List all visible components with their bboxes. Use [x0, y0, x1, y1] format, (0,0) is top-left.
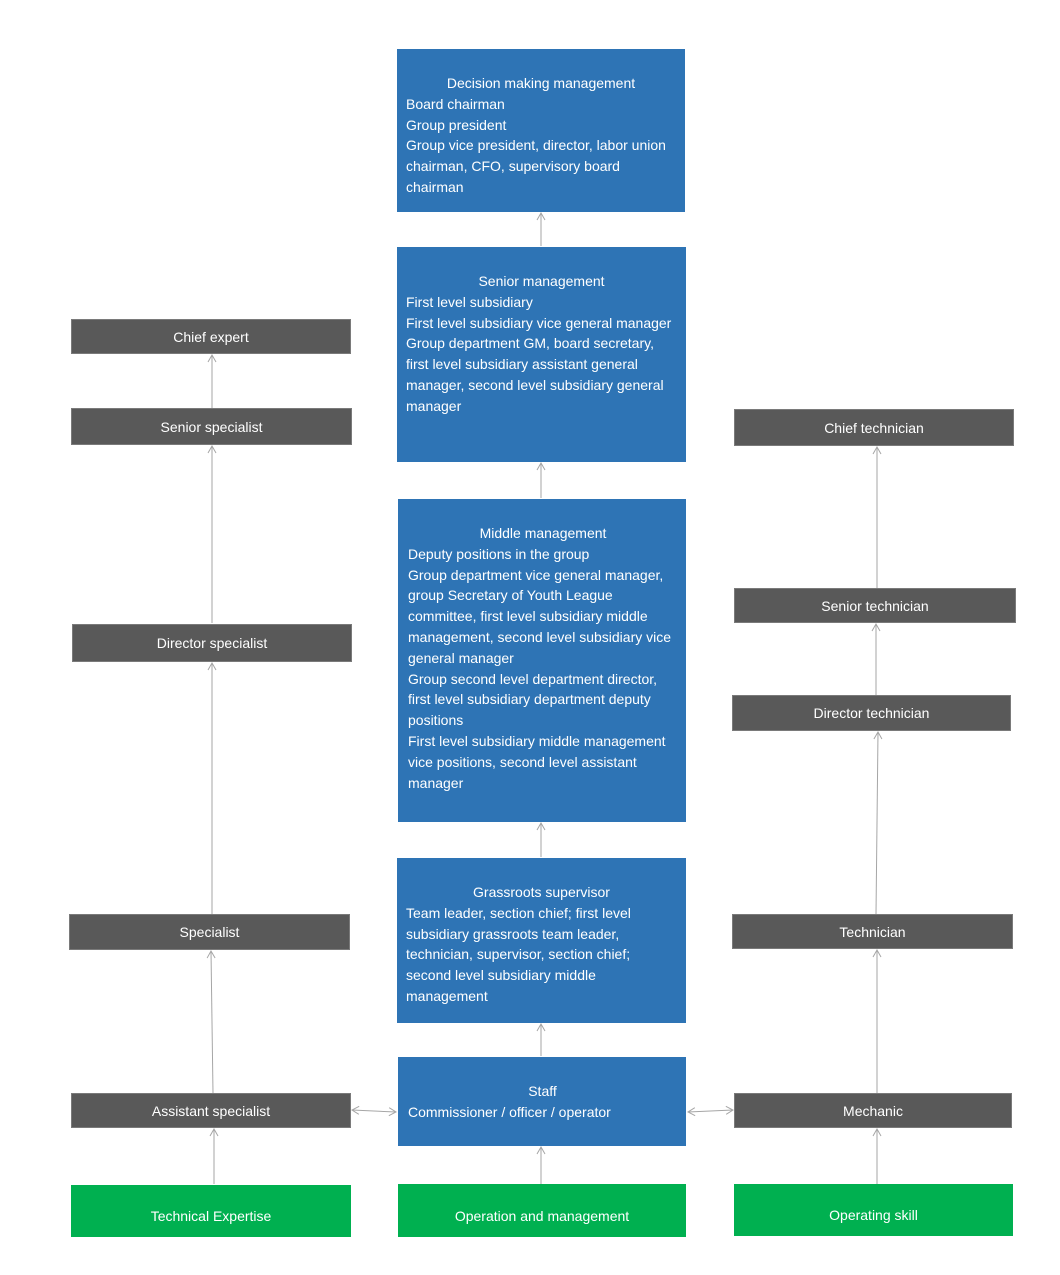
decision-making-management-box: Decision making management Board chairma…	[397, 49, 685, 212]
senior-management-line: Group department GM, board secretary, fi…	[406, 335, 664, 414]
chief-expert-box: Chief expert	[71, 319, 351, 354]
decision-line: Group vice president, director, labor un…	[406, 137, 666, 195]
staff-line: Commissioner / officer / operator	[408, 1103, 611, 1120]
specialist-box: Specialist	[69, 914, 350, 950]
middle-management-line: Group department vice general manager, g…	[408, 566, 672, 666]
middle-management-line: First level subsidiary middle management…	[408, 732, 666, 791]
senior-technician-box: Senior technician	[734, 588, 1016, 623]
operation-and-management-box: Operation and management	[398, 1184, 686, 1237]
director-specialist-box: Director specialist	[72, 624, 352, 662]
technician-box: Technician	[732, 914, 1013, 949]
staff-title: Staff	[528, 1083, 557, 1099]
grassroots-supervisor-box: Grassroots supervisor Team leader, secti…	[397, 858, 686, 1023]
arrow-staff-mechanic-bidirectional	[686, 1105, 735, 1117]
grassroots-title: Grassroots supervisor	[473, 884, 610, 900]
operating-skill-box: Operating skill	[734, 1184, 1013, 1236]
decision-title: Decision making management	[446, 75, 636, 91]
senior-specialist-box: Senior specialist	[71, 408, 352, 445]
technical-expertise-box: Technical Expertise	[71, 1185, 351, 1237]
arrow-assistant-staff-bidirectional	[350, 1105, 398, 1117]
middle-management-line: Deputy positions in the group	[408, 545, 590, 562]
arrow-technician-to-director	[873, 730, 883, 915]
middle-management-line: Group second level department director, …	[408, 670, 658, 729]
grassroots-line: Team leader, section chief; first level …	[406, 904, 631, 1004]
decision-line: Group president	[406, 116, 507, 133]
senior-management-line: First level subsidiary	[406, 293, 533, 310]
senior-management-box: Senior management First level subsidiary…	[397, 247, 686, 462]
middle-management-title: Middle management	[479, 525, 607, 541]
decision-line: Board chairman	[406, 95, 505, 112]
senior-management-title: Senior management	[478, 273, 605, 289]
arrow-assistant-to-specialist	[206, 949, 216, 1094]
director-technician-box: Director technician	[732, 695, 1011, 731]
chief-technician-box: Chief technician	[734, 409, 1014, 446]
middle-management-box: Middle management Deputy positions in th…	[398, 499, 686, 822]
senior-management-line: First level subsidiary vice general mana…	[406, 314, 672, 331]
assistant-specialist-box: Assistant specialist	[71, 1093, 351, 1128]
mechanic-box: Mechanic	[734, 1093, 1012, 1128]
staff-box: Staff Commissioner / officer / operator	[398, 1057, 686, 1146]
